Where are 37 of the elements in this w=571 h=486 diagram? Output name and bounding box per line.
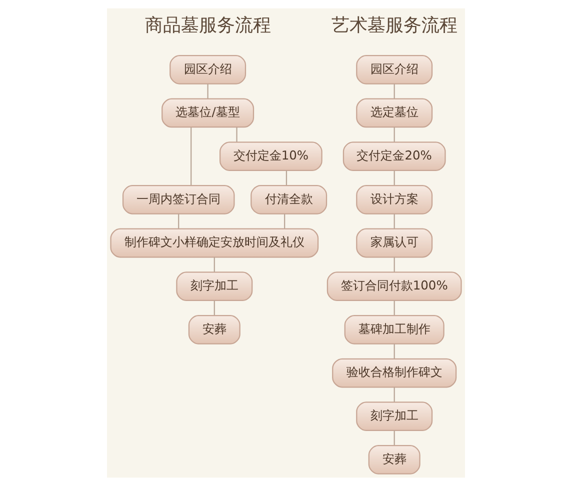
connector (213, 300, 214, 316)
node-box: 交付定金20% (342, 142, 446, 172)
node-box: 选定墓位 (356, 98, 432, 128)
connector (393, 344, 394, 359)
node-box: 安葬 (368, 445, 420, 474)
connector (393, 84, 394, 99)
connector (190, 127, 192, 186)
node-box: 选墓位/墓型 (161, 98, 254, 128)
node-box: 安葬 (188, 314, 240, 344)
connector (393, 214, 394, 229)
connector (285, 170, 287, 186)
node-box: 设计方案 (356, 184, 432, 214)
node-box: 付清全款 (250, 184, 327, 214)
connector (393, 430, 394, 446)
node-box: 一周内签订合同 (122, 184, 234, 214)
node-box: 制作碑文小样确定安放时间及礼仪 (110, 228, 318, 258)
node-box: 签订合同付款100% (326, 272, 462, 302)
node-box: 园区介绍 (169, 54, 246, 84)
node-box: 验收合格制作碑文 (332, 358, 456, 388)
connector (393, 257, 394, 272)
connector (393, 170, 394, 186)
node-box: 刻字加工 (176, 272, 252, 302)
connector (393, 300, 394, 316)
connector (236, 127, 237, 142)
connector (393, 127, 394, 142)
connector (284, 214, 285, 229)
connector (206, 84, 208, 99)
connector (213, 257, 214, 272)
node-box: 墓碑加工制作 (344, 314, 444, 344)
label: 艺术墓服务流程 (330, 14, 457, 36)
node-box: 家属认可 (356, 228, 432, 258)
connector (178, 214, 179, 229)
node-box: 刻字加工 (356, 402, 432, 432)
connector (393, 387, 394, 402)
node-box: 园区介绍 (356, 54, 432, 84)
label: 商品墓服务流程 (144, 14, 270, 36)
node-box: 交付定金10% (219, 142, 322, 172)
